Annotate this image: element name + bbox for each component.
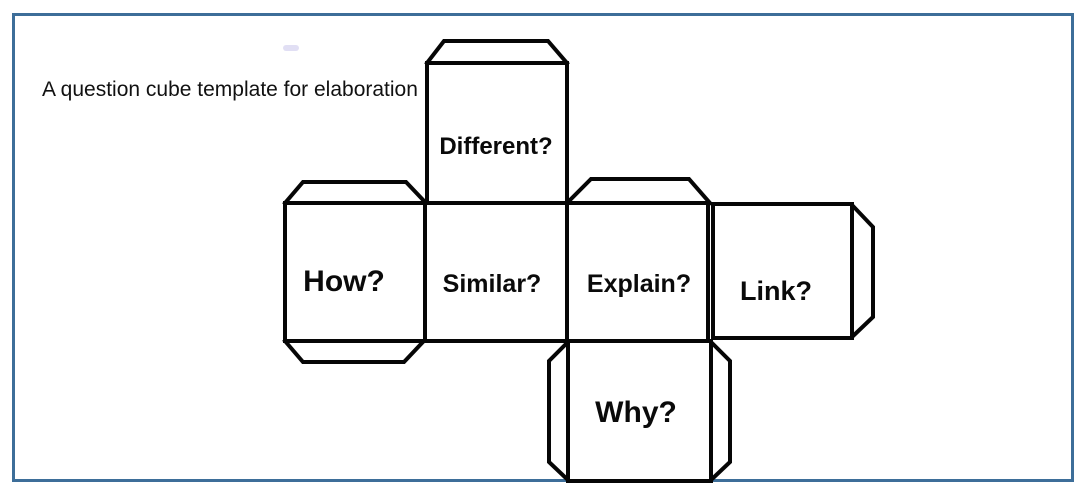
face-why: Why? [566, 339, 713, 483]
face-square-different [425, 61, 569, 205]
tab-top-of-different [424, 39, 570, 66]
face-link: Link? [711, 202, 854, 340]
face-square-why [566, 339, 713, 483]
face-square-link [711, 202, 854, 340]
face-label-why: Why? [595, 396, 677, 429]
face-square-similar [423, 201, 569, 343]
face-label-different: Different? [439, 133, 552, 160]
tab-right-of-link [849, 202, 875, 340]
face-how: How? [283, 201, 427, 343]
face-different: Different? [425, 61, 569, 205]
face-explain: Explain? [565, 201, 710, 343]
face-similar: Similar? [423, 201, 569, 343]
slide-frame: A question cube template for elaboration… [12, 13, 1074, 483]
cube-net-diagram: Different? How? Similar? Explain? Link? [282, 39, 875, 483]
glue-tabs [282, 39, 875, 483]
tab-bottom-of-how [282, 338, 425, 364]
tab-left-of-why [547, 339, 571, 483]
face-label-how: How? [303, 265, 385, 298]
face-label-link: Link? [740, 276, 812, 306]
tab-top-of-explain [564, 177, 713, 206]
diagram-title: A question cube template for elaboration [42, 78, 418, 101]
tab-top-of-how [282, 180, 429, 206]
face-label-explain: Explain? [587, 270, 691, 298]
smudge-mark [283, 45, 299, 51]
tab-right-of-why [708, 339, 732, 483]
face-square-how [283, 201, 427, 343]
face-label-similar: Similar? [443, 270, 542, 298]
